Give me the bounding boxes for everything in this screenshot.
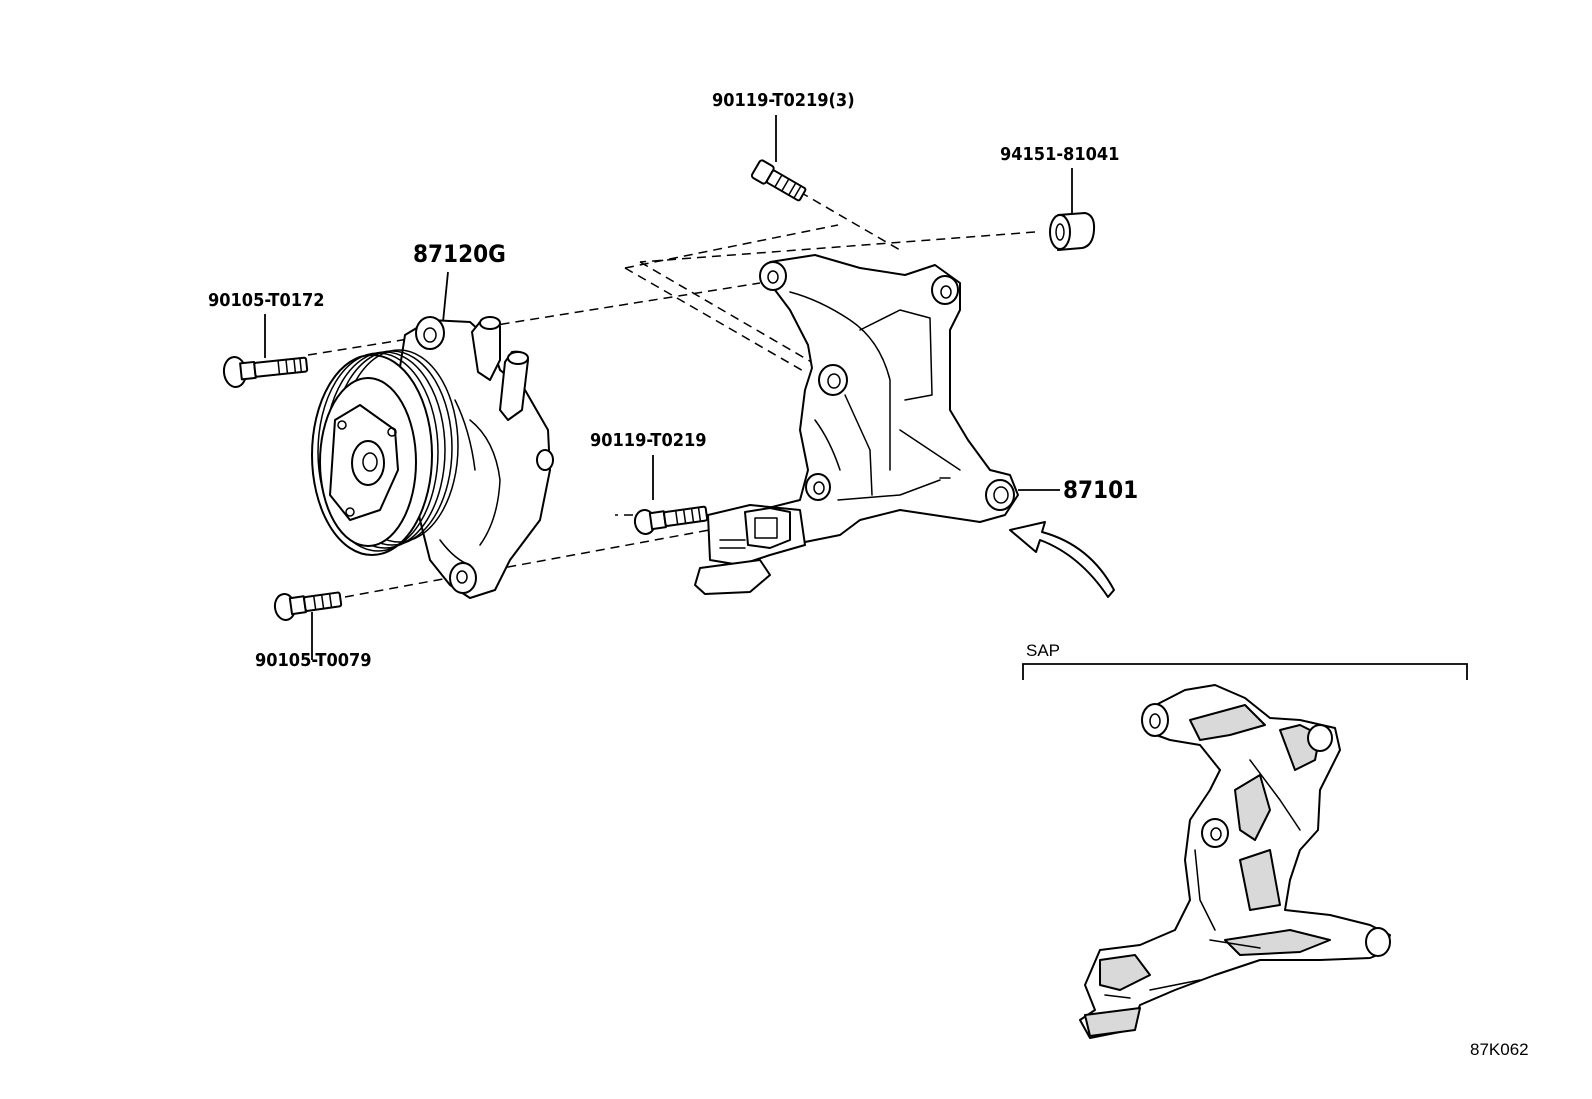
label-pump[interactable]: 87120G [413,240,506,268]
power-steering-pump-part[interactable] [311,271,554,599]
label-bolt-left-lower[interactable]: 90105-T0079 [255,650,372,671]
bolt-center-part[interactable] [633,455,709,535]
bolt-left-lower-part[interactable] [273,586,343,660]
label-bracket[interactable]: 87101 [1063,476,1138,504]
sap-inset [1022,663,1468,1039]
label-bolt-top-qty[interactable]: 90119-T0219(3) [712,90,855,111]
part-labels: 90119-T0219(3) 94151-81041 87120G 90105-… [208,90,1529,1059]
drawing-code: 87K062 [1470,1040,1529,1059]
alignment-dashed-lines [307,191,1036,598]
label-bolt-left-upper[interactable]: 90105-T0172 [208,290,325,311]
bracket-part[interactable] [694,254,1060,595]
label-nut[interactable]: 94151-81041 [1000,144,1119,165]
label-bolt-center[interactable]: 90119-T0219 [590,430,707,451]
bolt-left-upper-part[interactable] [222,314,309,388]
direction-arrow [1009,521,1115,598]
sap-bracket-detail[interactable] [1079,684,1391,1039]
label-inset-title: SAP [1026,641,1060,660]
nut-part[interactable] [1049,168,1096,251]
bolt-top-part[interactable] [750,115,808,204]
